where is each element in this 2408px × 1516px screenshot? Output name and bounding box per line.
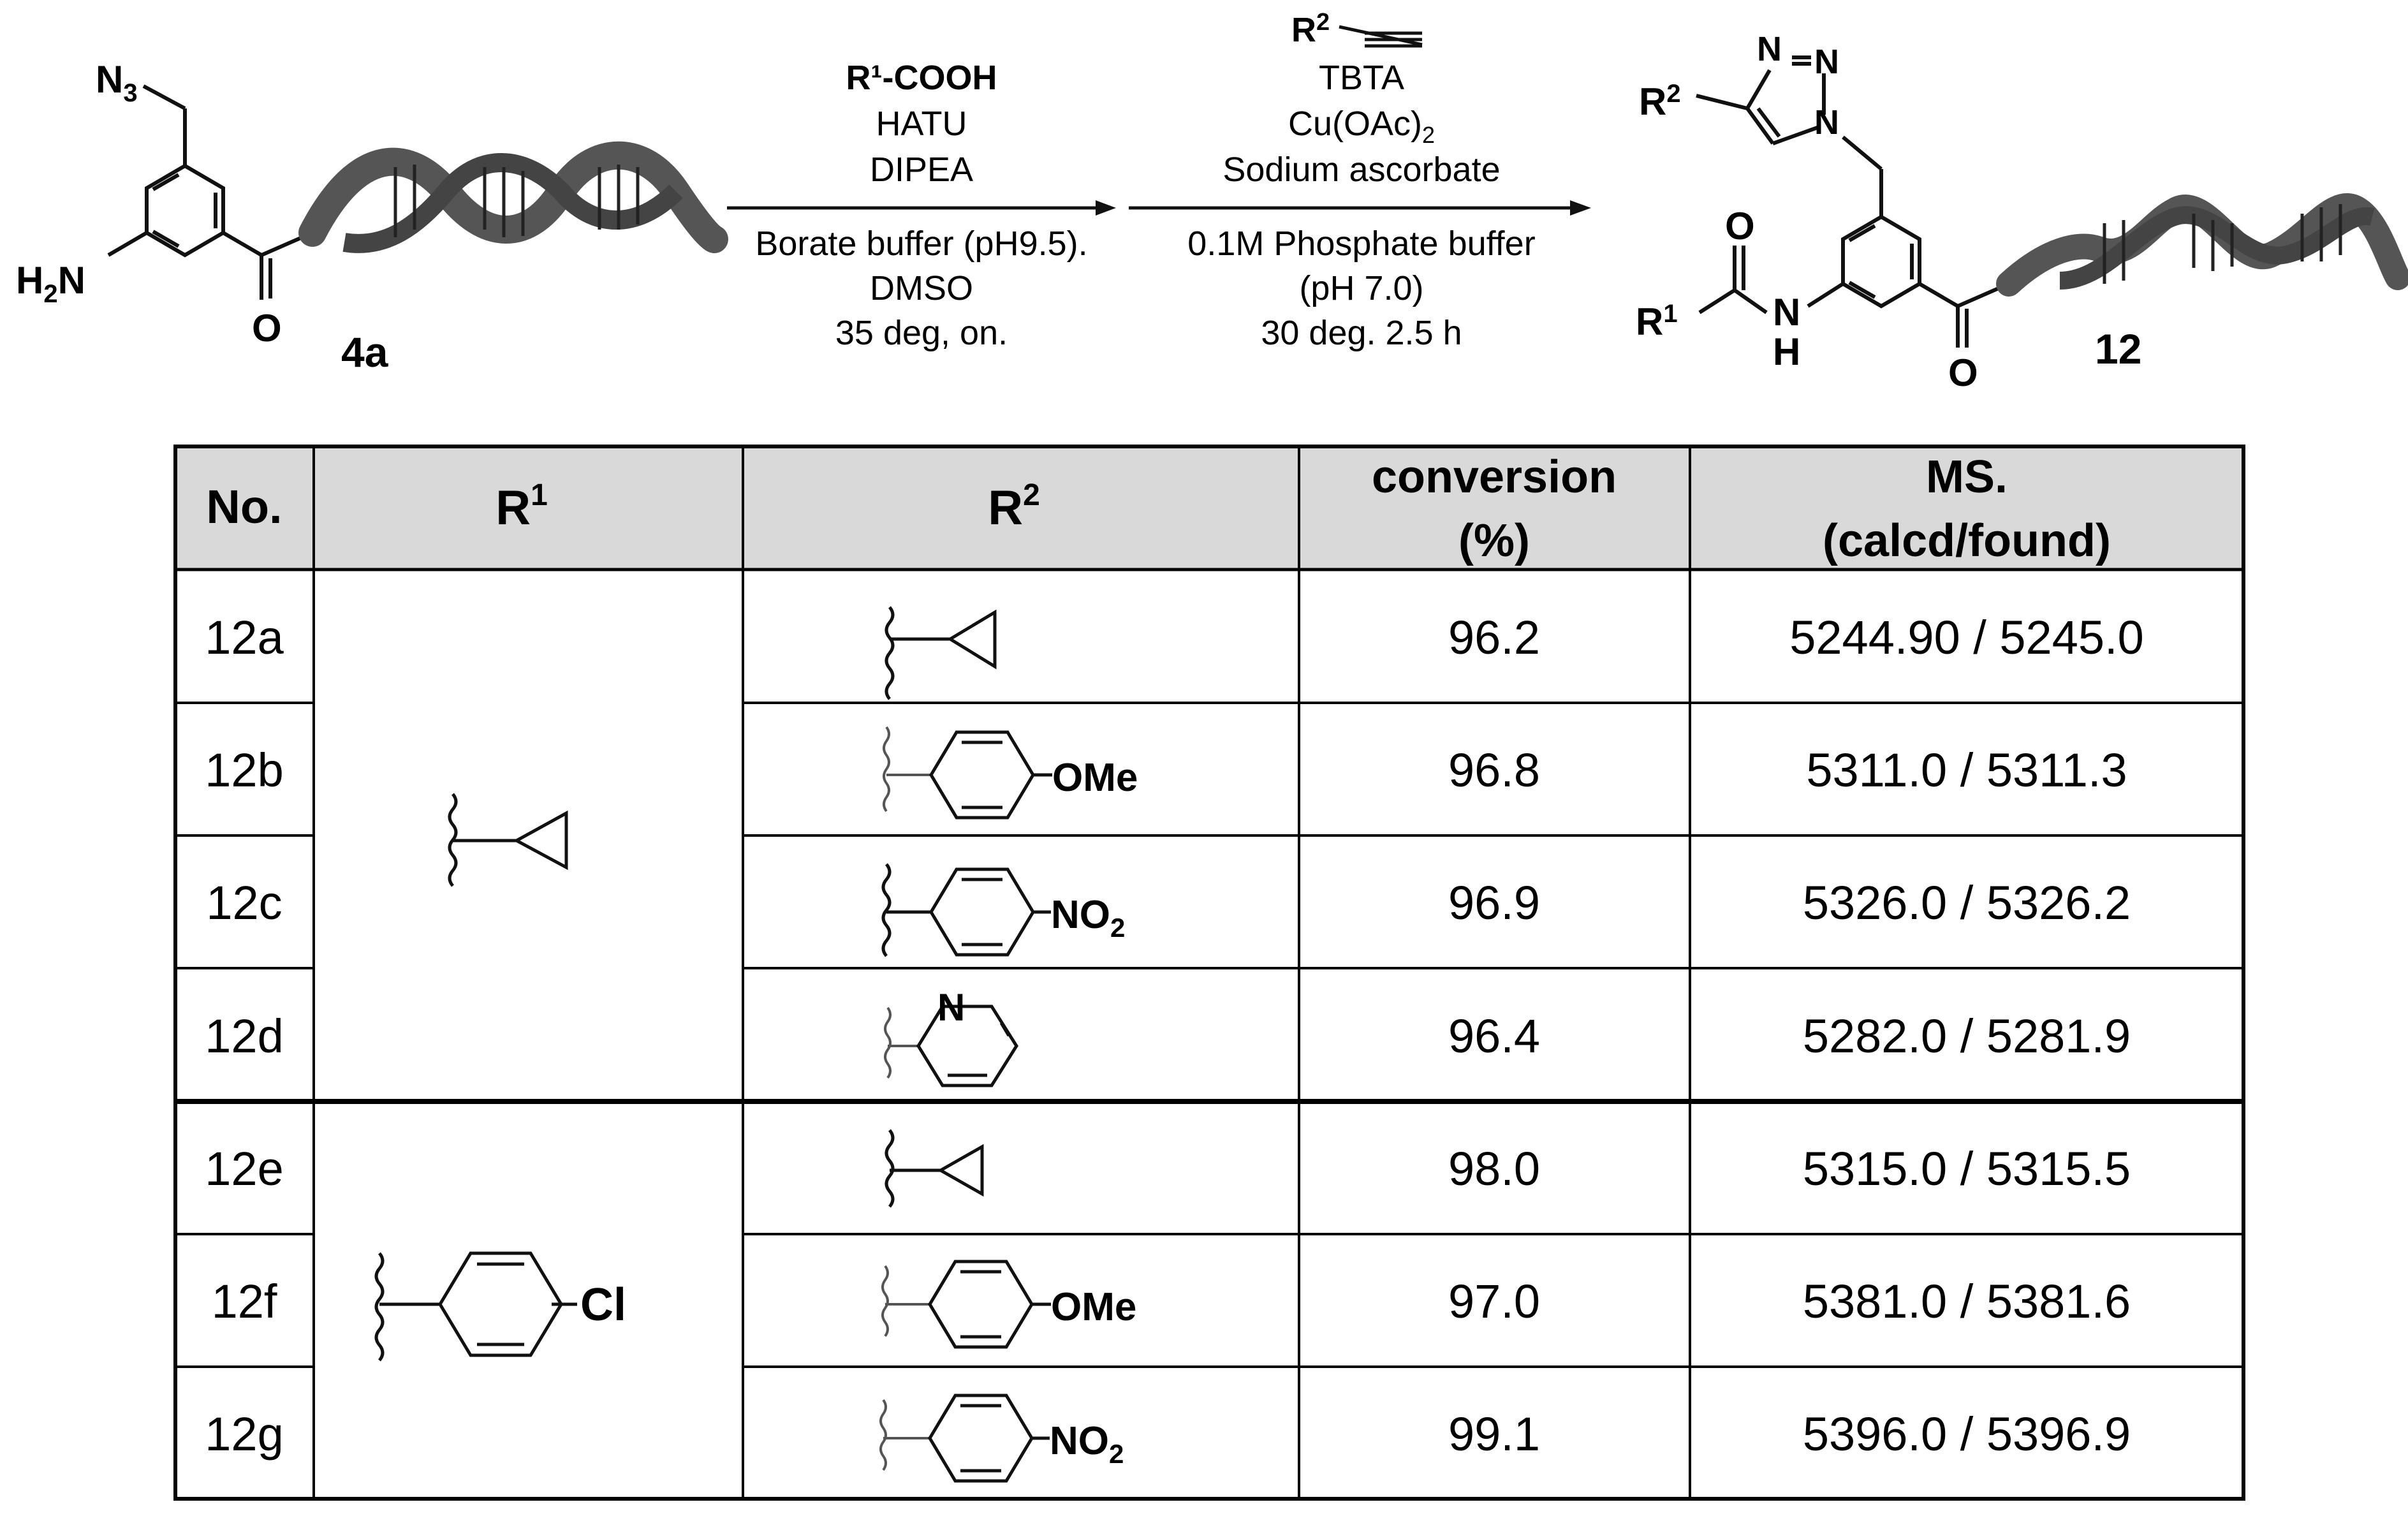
row-no-12a: 12a bbox=[205, 611, 284, 664]
reaction-arrow-1-head bbox=[1096, 200, 1116, 216]
r2-ome-label: OMe bbox=[1052, 756, 1138, 800]
row-no-12g: 12g bbox=[205, 1408, 283, 1461]
table-row: 12g 99.1 5396.0 / 5396.9 bbox=[205, 1408, 2131, 1461]
step2-reagent-tbta: TBTA bbox=[1319, 59, 1404, 97]
row-conversion-12d: 96.4 bbox=[1448, 1010, 1540, 1063]
step2-condition-buffer: 0.1M Phosphate buffer bbox=[1187, 224, 1535, 263]
table-row: 12d 96.4 5282.0 / 5281.9 bbox=[205, 1010, 2131, 1063]
r1-chlorophenyl-structure bbox=[374, 1251, 577, 1362]
row-conversion-12g: 99.1 bbox=[1448, 1408, 1540, 1461]
row-conversion-12b: 96.8 bbox=[1448, 744, 1540, 797]
r2-nitrophenyl-structure bbox=[879, 1399, 930, 1471]
row-ms-12a: 5244.90 / 5245.0 bbox=[1789, 611, 2144, 664]
r2-methoxyphenyl-structure bbox=[883, 726, 931, 813]
alkyne-r2-label: R2 bbox=[1291, 9, 1330, 49]
table-row: 12b 96.8 5311.0 / 5311.3 bbox=[205, 744, 2127, 797]
table-row: 12c 96.9 5326.0 / 5326.2 bbox=[206, 876, 2131, 929]
table-row-lines bbox=[175, 568, 2243, 1368]
dna-helix-icon bbox=[298, 141, 728, 253]
ketone-o-label: O bbox=[1948, 351, 1978, 394]
header-r1: R1 bbox=[496, 478, 548, 535]
compound-label-12: 12 bbox=[2095, 325, 2141, 372]
r2-methoxyphenyl-ring bbox=[929, 730, 1052, 820]
table-row: 12a 96.2 5244.90 / 5245.0 bbox=[205, 611, 2143, 664]
row-ms-12g: 5396.0 / 5396.9 bbox=[1803, 1408, 2131, 1461]
step1-condition-temp: 35 deg, on. bbox=[835, 314, 1008, 352]
row-no-12d: 12d bbox=[205, 1010, 283, 1063]
row-ms-12f: 5381.0 / 5381.6 bbox=[1803, 1275, 2131, 1328]
step2-reagent-ascorbate: Sodium ascorbate bbox=[1222, 151, 1500, 189]
reaction-arrow-2-head bbox=[1570, 200, 1591, 216]
step1-reagent-dipea: DIPEA bbox=[870, 151, 973, 189]
header-conversion-line2: (%) bbox=[1458, 515, 1530, 566]
row-no-12f: 12f bbox=[212, 1275, 277, 1328]
product-12 bbox=[1696, 55, 2010, 348]
row-no-12c: 12c bbox=[206, 876, 282, 929]
r2-pyridyl-structure bbox=[884, 1005, 1018, 1087]
r2-cyclopropyl-structure bbox=[885, 606, 997, 700]
step2-condition-ph: (pH 7.0) bbox=[1299, 269, 1423, 307]
amide-n-label: N bbox=[1773, 291, 1800, 334]
header-ms-line1: MS. bbox=[1926, 452, 2008, 503]
header-conversion-line1: conversion bbox=[1372, 452, 1617, 503]
carbonyl-o-label-4a: O bbox=[252, 307, 282, 350]
dna-helix-icon bbox=[1996, 193, 2408, 297]
compound-label-4a: 4a bbox=[341, 328, 389, 376]
amine-label: H2N bbox=[16, 259, 85, 308]
table-column-lines bbox=[312, 446, 1691, 1499]
table-row: 12e 98.0 5315.0 / 5315.5 bbox=[205, 1142, 2131, 1195]
row-ms-12e: 5315.0 / 5315.5 bbox=[1803, 1142, 2131, 1195]
r2-methoxyphenyl-structure bbox=[881, 1265, 930, 1337]
row-conversion-12f: 97.0 bbox=[1448, 1275, 1540, 1328]
r2-nitrophenyl-structure bbox=[881, 863, 1051, 957]
header-r2: R2 bbox=[988, 478, 1040, 535]
step2-reagent-cu: Cu(OAc)2 bbox=[1288, 105, 1435, 148]
alkyne-bond bbox=[1339, 25, 1423, 48]
table-header-background bbox=[175, 446, 2243, 570]
step1-reagent-hatu: HATU bbox=[876, 105, 967, 143]
azide-label: N3 bbox=[96, 58, 138, 107]
product-r1-label: R1 bbox=[1636, 300, 1678, 343]
product-r2-label: R2 bbox=[1639, 80, 1681, 123]
table-row: 12f 97.0 5381.0 / 5381.6 bbox=[212, 1275, 2131, 1328]
row-conversion-12e: 98.0 bbox=[1448, 1142, 1540, 1195]
header-no: No. bbox=[206, 480, 282, 533]
r2-methoxyphenyl-ring bbox=[928, 1260, 1051, 1349]
triazole-n-label-3: N bbox=[1814, 103, 1839, 142]
row-conversion-12a: 96.2 bbox=[1448, 611, 1540, 664]
r2-cyclopropyl-structure bbox=[885, 1129, 984, 1208]
r2-no2-label: NO2 bbox=[1051, 893, 1125, 943]
r1-cl-label: Cl bbox=[580, 1279, 626, 1330]
reaction-scheme: N3 H2N O 4a R¹-COOH HATU DIPEA Borate bu… bbox=[16, 9, 2408, 394]
step1-condition-solvent: DMSO bbox=[870, 269, 973, 307]
row-no-12b: 12b bbox=[205, 744, 283, 797]
amide-h-label: H bbox=[1773, 330, 1800, 373]
r2-nitrophenyl-ring bbox=[928, 1394, 1050, 1483]
r2-ome-label: OMe bbox=[1051, 1285, 1136, 1329]
r2-no2-label: NO2 bbox=[1050, 1419, 1124, 1469]
step1-reagent-r1cooh: R¹-COOH bbox=[846, 59, 997, 97]
row-ms-12c: 5326.0 / 5326.2 bbox=[1803, 876, 2131, 929]
triazole-n-label-2: N bbox=[1814, 43, 1839, 81]
step2-condition-temp: 30 deg. 2.5 h bbox=[1261, 314, 1462, 352]
r2-pyridine-n-label: N bbox=[937, 986, 965, 1029]
row-conversion-12c: 96.9 bbox=[1448, 876, 1540, 929]
amide-o-label: O bbox=[1725, 205, 1755, 247]
table-border bbox=[173, 445, 2245, 1501]
row-no-12e: 12e bbox=[205, 1142, 283, 1195]
r1-cyclopropyl-structure bbox=[448, 793, 568, 887]
row-ms-12d: 5282.0 / 5281.9 bbox=[1803, 1010, 2131, 1063]
starting-material-4a bbox=[107, 84, 314, 300]
header-ms-line2: (calcd/found) bbox=[1823, 515, 2111, 566]
step1-condition-buffer: Borate buffer (pH9.5). bbox=[755, 224, 1087, 263]
triazole-n-label-1: N bbox=[1757, 30, 1782, 68]
row-ms-12b: 5311.0 / 5311.3 bbox=[1806, 744, 2127, 797]
